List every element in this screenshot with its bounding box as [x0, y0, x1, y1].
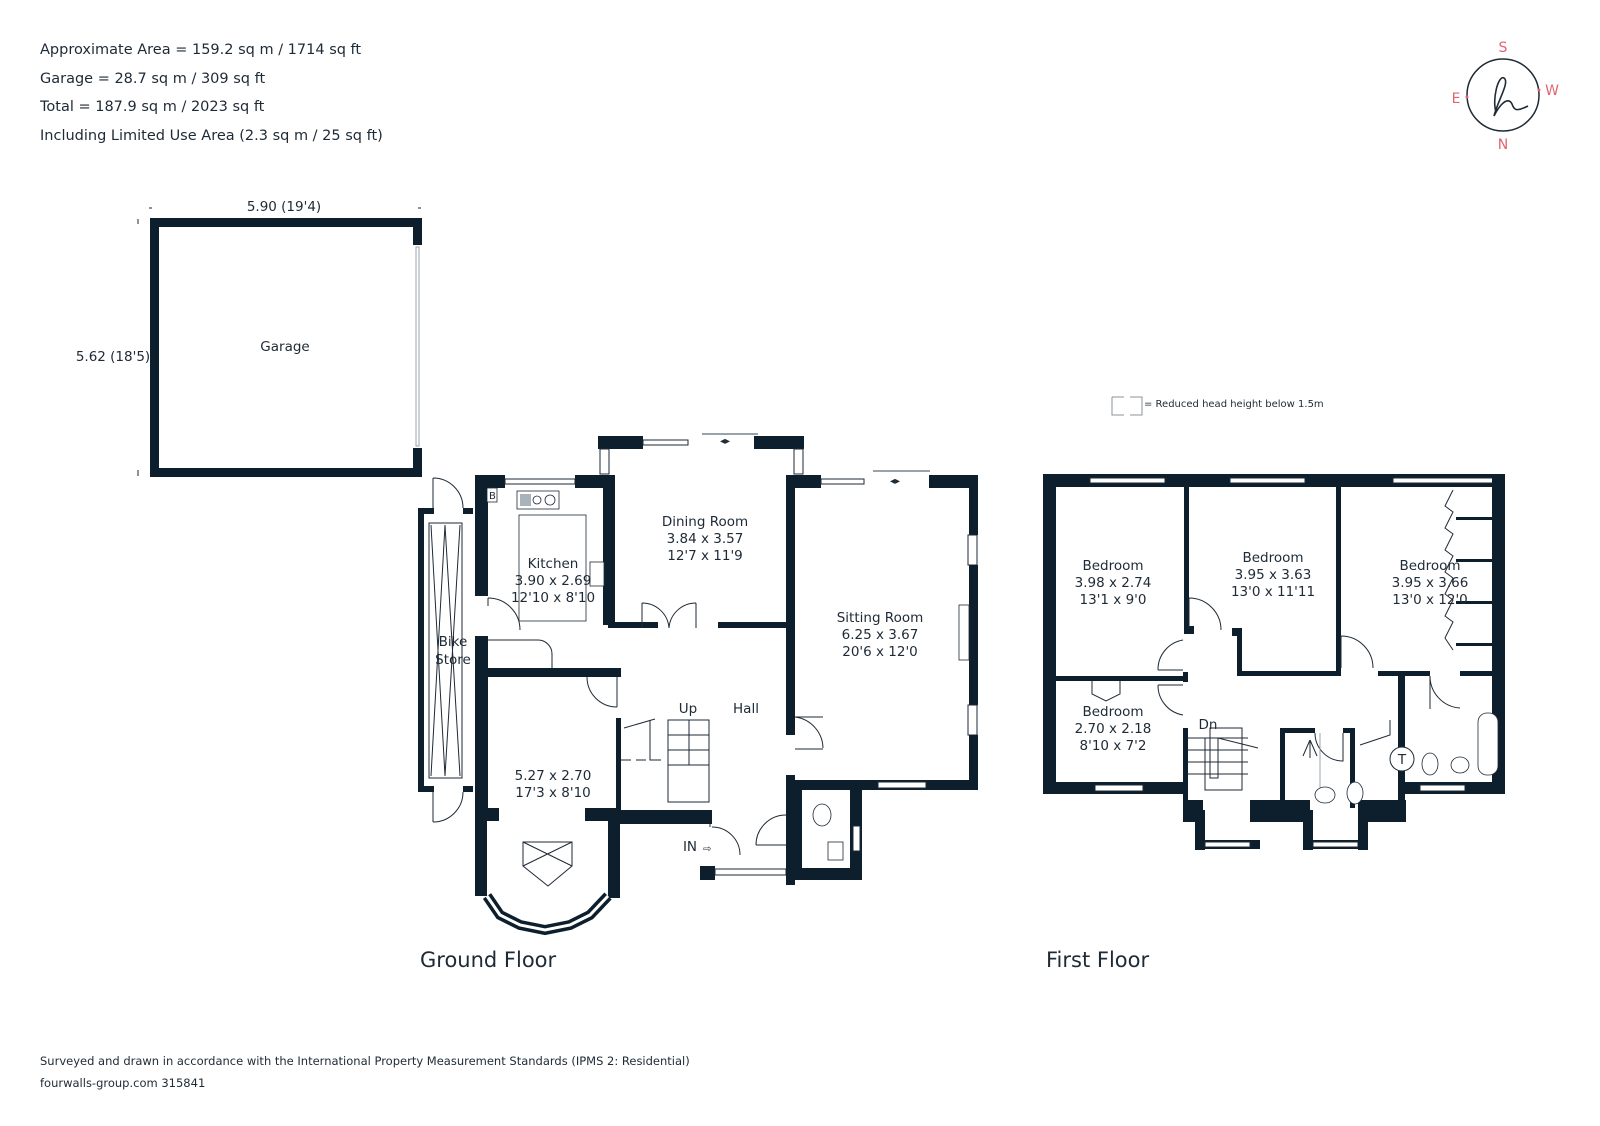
total-area: Total = 187.9 sq m / 2023 sq ft — [40, 99, 265, 116]
dining-metric: 3.84 x 3.57 — [667, 531, 744, 547]
legend-text: = Reduced head height below 1.5m — [1144, 399, 1324, 410]
garage-depth-dim: 5.62 (18'5) — [76, 349, 150, 365]
sitting-metric: 6.25 x 3.67 — [842, 627, 919, 643]
sliding-door-arrows-icon: ◂▸ — [720, 436, 730, 447]
compass-west: W — [1545, 83, 1559, 99]
footer-reference: fourwalls-group.com 315841 — [40, 1076, 206, 1090]
first-floor-title: First Floor — [1046, 948, 1150, 972]
garage-label: Garage — [260, 339, 309, 355]
bedroom4-imperial: 8'10 x 7'2 — [1080, 738, 1147, 754]
bedroom1-name: Bedroom — [1082, 558, 1143, 574]
bedroom4-name: Bedroom — [1082, 704, 1143, 720]
bedroom1-imperial: 13'1 x 9'0 — [1080, 592, 1147, 608]
stairs-down-label: Dn — [1199, 717, 1218, 733]
footer: Surveyed and drawn in accordance with th… — [40, 1050, 690, 1094]
footer-standards: Surveyed and drawn in accordance with th… — [40, 1054, 690, 1068]
boiler-label: B — [489, 491, 496, 502]
bedroom2-imperial: 13'0 x 11'11 — [1231, 584, 1315, 600]
bedroom3-metric: 3.95 x 3.66 — [1392, 575, 1469, 591]
compass-south: S — [1499, 40, 1508, 56]
first-floor-plan: Dn T Bedroom 3.98 x 2.74 13'1 x 9'0 Bedr — [1043, 474, 1505, 850]
bike-store-line2: Store — [435, 652, 471, 668]
kitchen-metric: 3.90 x 2.69 — [515, 573, 592, 589]
garage: 5.90 (19'4) 5.62 (18'5) Garage — [76, 199, 422, 477]
compass-north: N — [1498, 137, 1508, 153]
compass-east: E — [1452, 91, 1461, 107]
bedroom2-metric: 3.95 x 3.63 — [1235, 567, 1312, 583]
area-summary: Approximate Area = 159.2 sq m / 1714 sq … — [40, 36, 383, 151]
bedroom1-metric: 3.98 x 2.74 — [1075, 575, 1152, 591]
entrance-arrow-icon: ⇨ — [703, 844, 711, 855]
stairs-up-label: Up — [679, 701, 697, 717]
dining-name: Dining Room — [662, 514, 748, 530]
bedroom3-name: Bedroom — [1399, 558, 1460, 574]
bedroom2-name: Bedroom — [1242, 550, 1303, 566]
kitchen-imperial: 12'10 x 8'10 — [511, 590, 595, 606]
garage-width-dim: 5.90 (19'4) — [247, 199, 321, 215]
dining-imperial: 12'7 x 11'9 — [667, 548, 743, 564]
bike-store-line1: Bike — [439, 634, 468, 650]
compass-icon: S E W N — [1452, 40, 1560, 153]
legend-reduced-head-height: = Reduced head height below 1.5m — [1111, 396, 1324, 416]
kitchen-name: Kitchen — [528, 556, 579, 572]
approximate-area: Approximate Area = 159.2 sq m / 1714 sq … — [40, 42, 362, 58]
sliding-door-arrows-icon: ◂▸ — [890, 476, 900, 487]
tank-label: T — [1397, 752, 1407, 768]
entrance-label: IN — [683, 839, 697, 855]
bedroom3-imperial: 13'0 x 12'0 — [1392, 592, 1468, 608]
limited-use-area: Including Limited Use Area (2.3 sq m / 2… — [40, 128, 383, 145]
sitting-name: Sitting Room — [837, 610, 924, 626]
garage-area: Garage = 28.7 sq m / 309 sq ft — [40, 70, 266, 87]
ground-floor-title: Ground Floor — [420, 948, 557, 972]
sitting-imperial: 20'6 x 12'0 — [842, 644, 918, 660]
hall-label: Hall — [733, 701, 759, 717]
bay-room-metric: 5.27 x 2.70 — [515, 768, 592, 784]
bedroom4-metric: 2.70 x 2.18 — [1075, 721, 1152, 737]
ground-floor-plan: Bike Store B Kitchen 3.90 x 2.69 12'10 x… — [418, 433, 978, 936]
bay-room-imperial: 17'3 x 8'10 — [515, 785, 591, 801]
